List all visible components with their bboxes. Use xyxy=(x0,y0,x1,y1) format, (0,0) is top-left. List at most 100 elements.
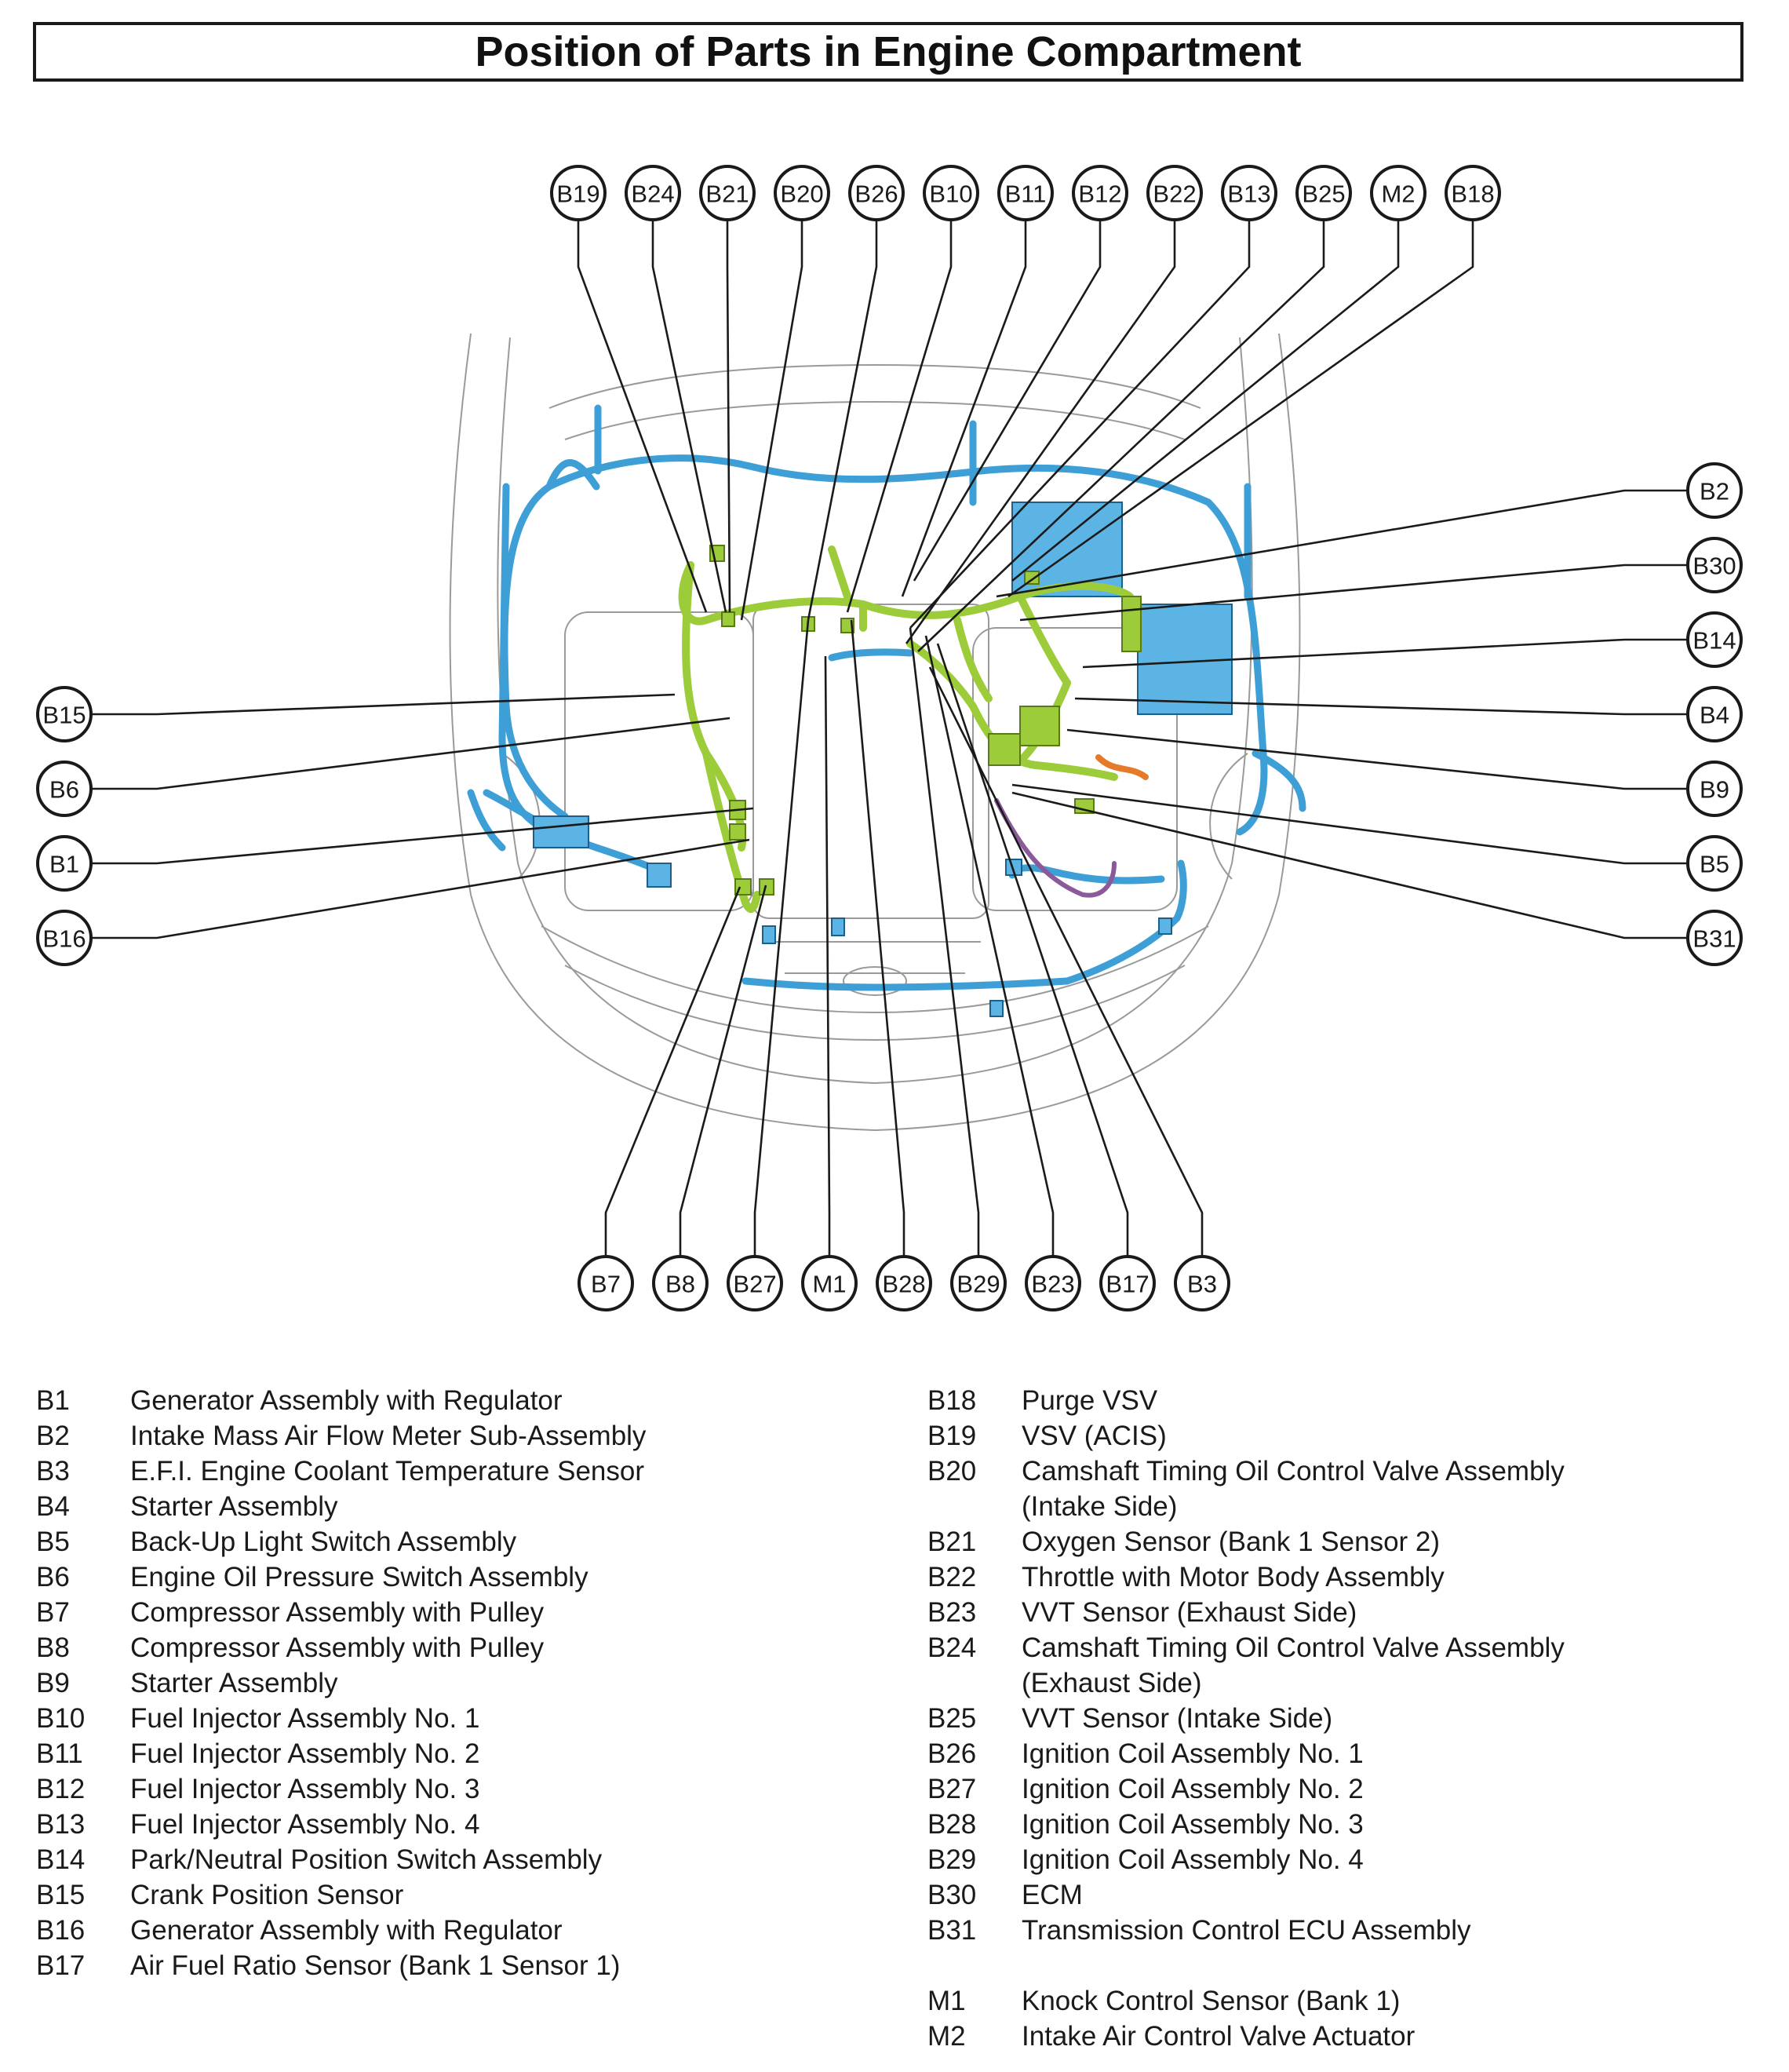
legend-code: B5 xyxy=(36,1527,70,1557)
leader-line-b7 xyxy=(604,886,741,1257)
callout-b24: B24 xyxy=(625,165,681,221)
legend-description: ECM xyxy=(1022,1880,1083,1910)
callout-label: B30 xyxy=(1692,553,1736,580)
callout-b25: B25 xyxy=(1295,165,1352,221)
legend-code: B21 xyxy=(927,1527,977,1557)
legend-description: Intake Mass Air Flow Meter Sub-Assembly xyxy=(130,1421,647,1451)
callout-label: B29 xyxy=(956,1271,1000,1298)
legend-code: B16 xyxy=(36,1915,86,1946)
callout-circle xyxy=(625,165,681,221)
legend-code: B1 xyxy=(36,1385,70,1416)
callout-circle xyxy=(36,686,93,742)
callout-circle xyxy=(1370,165,1426,221)
callout-b31: B31 xyxy=(1686,910,1743,966)
legend-code: B15 xyxy=(36,1880,86,1910)
callout-label: B11 xyxy=(1005,181,1047,208)
callout-circle xyxy=(876,1255,932,1311)
callout-label: B3 xyxy=(1187,1271,1217,1298)
callout-b29: B29 xyxy=(950,1255,1007,1311)
callout-label: B18 xyxy=(1451,181,1494,208)
legend-description: Park/Neutral Position Switch Assembly xyxy=(130,1844,603,1875)
callout-circle xyxy=(950,1255,1007,1311)
callout-b9: B9 xyxy=(1686,761,1743,817)
leader-line-b19 xyxy=(577,220,708,613)
leader-line-b10 xyxy=(846,220,953,613)
legend-description: Ignition Coil Assembly No. 2 xyxy=(1022,1774,1364,1804)
leader-line-b21 xyxy=(726,220,731,613)
legend-description: Generator Assembly with Regulator xyxy=(130,1385,563,1416)
legend-description: Crank Position Sensor xyxy=(130,1880,404,1910)
callout-b2: B2 xyxy=(1686,462,1743,519)
callout-label: B10 xyxy=(929,181,972,208)
legend-description: Intake Air Control Valve Actuator xyxy=(1022,2021,1416,2052)
callout-b1: B1 xyxy=(36,835,93,892)
legend-code: B11 xyxy=(36,1738,83,1769)
leader-line-b15 xyxy=(91,693,676,716)
callout-b14: B14 xyxy=(1686,611,1743,668)
callout-b16: B16 xyxy=(36,910,93,966)
legend-code: B4 xyxy=(36,1491,70,1522)
legend-code: B30 xyxy=(927,1880,977,1910)
leader-line-b24 xyxy=(651,220,727,613)
callout-b17: B17 xyxy=(1099,1255,1156,1311)
leader-line-b26 xyxy=(807,220,878,621)
legend-code: B24 xyxy=(927,1632,977,1663)
leader-line-b29 xyxy=(909,627,980,1257)
legend-code: M2 xyxy=(927,2021,966,2052)
leader-line-b30 xyxy=(1019,564,1688,622)
legend-code: B31 xyxy=(927,1915,977,1946)
engine-room-main-harness xyxy=(467,404,1306,1017)
legend-code: B27 xyxy=(927,1774,977,1804)
legend-code: B12 xyxy=(36,1774,86,1804)
callout-label: B28 xyxy=(882,1271,925,1298)
callout-b8: B8 xyxy=(652,1255,709,1311)
callout-b21: B21 xyxy=(699,165,756,221)
leader-line-b3 xyxy=(928,666,1204,1257)
callout-circle xyxy=(997,165,1054,221)
leader-line-b25 xyxy=(917,220,1325,652)
callout-b20: B20 xyxy=(774,165,830,221)
leader-line-b9 xyxy=(1066,728,1688,790)
leader-line-b18 xyxy=(1007,220,1474,598)
legend-description: Ignition Coil Assembly No. 4 xyxy=(1022,1844,1364,1875)
leader-line-b22 xyxy=(905,220,1176,644)
leader-line-b23 xyxy=(924,635,1055,1257)
legend-code: B17 xyxy=(36,1950,86,1981)
leader-line-b13 xyxy=(909,220,1251,629)
legend-description: Ignition Coil Assembly No. 3 xyxy=(1022,1809,1364,1840)
legend-code: B20 xyxy=(927,1456,977,1487)
callout-circle xyxy=(1445,165,1501,221)
callout-label: B17 xyxy=(1106,1271,1149,1298)
legend-description: Throttle with Motor Body Assembly xyxy=(1022,1562,1445,1592)
callout-b19: B19 xyxy=(550,165,607,221)
callout-label: B21 xyxy=(705,181,749,208)
legend-code: B2 xyxy=(36,1421,70,1451)
callout-b10: B10 xyxy=(923,165,979,221)
callout-circle xyxy=(1072,165,1128,221)
legend-description-continued: (Intake Side) xyxy=(1022,1491,1178,1522)
callout-circle xyxy=(1686,611,1743,668)
callout-label: B27 xyxy=(733,1271,776,1298)
legend-code: B3 xyxy=(36,1456,70,1487)
callout-b26: B26 xyxy=(848,165,905,221)
legend-description: Purge VSV xyxy=(1022,1385,1158,1416)
callout-b4: B4 xyxy=(1686,686,1743,742)
callout-circle xyxy=(652,1255,709,1311)
callout-circle xyxy=(36,761,93,817)
callout-label: B5 xyxy=(1700,851,1729,878)
leader-line-m2 xyxy=(1011,220,1400,582)
legend-description: Fuel Injector Assembly No. 3 xyxy=(130,1774,480,1804)
legend-code: B18 xyxy=(927,1385,977,1416)
callout-circle xyxy=(801,1255,858,1311)
legend-code: B22 xyxy=(927,1562,977,1592)
legend-description: Back-Up Light Switch Assembly xyxy=(130,1527,517,1557)
legend-description: Knock Control Sensor (Bank 1) xyxy=(1022,1986,1401,2016)
legend-description: Transmission Control ECU Assembly xyxy=(1022,1915,1471,1946)
callout-circle xyxy=(1686,910,1743,966)
callout-circle xyxy=(1146,165,1203,221)
legend-description: VSV (ACIS) xyxy=(1022,1421,1167,1451)
leader-line-b12 xyxy=(913,220,1102,582)
legend-code: B28 xyxy=(927,1809,977,1840)
legend-description: Starter Assembly xyxy=(130,1668,338,1698)
legend-code: B10 xyxy=(36,1703,86,1734)
